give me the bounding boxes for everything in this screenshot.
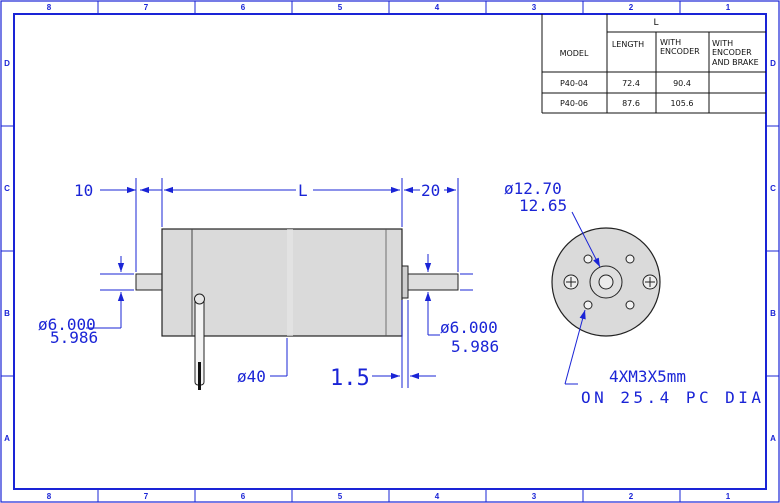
svg-text:5: 5 bbox=[338, 492, 343, 501]
svg-text:D: D bbox=[4, 59, 10, 68]
table-cell-encoder: 105.6 bbox=[671, 99, 694, 108]
svg-text:C: C bbox=[770, 184, 776, 193]
dimension-table: L MODEL LENGTH WITH ENCODER WITH ENCODER… bbox=[541, 14, 766, 114]
svg-text:3: 3 bbox=[532, 3, 537, 12]
svg-text:2: 2 bbox=[629, 492, 634, 501]
tapped-hole bbox=[625, 254, 635, 264]
dim-front-shaft-dia-bottom: 5.986 bbox=[451, 337, 499, 356]
shaft-end bbox=[598, 274, 614, 290]
table-row: P40-06 87.6 105.6 bbox=[560, 99, 693, 108]
tapped-hole bbox=[583, 300, 593, 310]
svg-text:1: 1 bbox=[726, 3, 731, 12]
svg-text:C: C bbox=[4, 184, 10, 193]
svg-text:6: 6 bbox=[241, 492, 246, 501]
svg-text:A: A bbox=[770, 434, 776, 443]
tapped-hole bbox=[625, 300, 635, 310]
table-cell-model: P40-06 bbox=[560, 99, 588, 108]
screw-left bbox=[563, 274, 579, 290]
svg-text:A: A bbox=[4, 434, 10, 443]
table-header-brake-3: AND BRAKE bbox=[712, 58, 759, 67]
table-header-model: MODEL bbox=[560, 49, 589, 58]
dim-front-shaft-length: 20 bbox=[421, 181, 440, 200]
dim-pilot-dia-top: ø12.70 bbox=[504, 179, 562, 198]
svg-text:8: 8 bbox=[47, 492, 52, 501]
motor-side-view bbox=[135, 228, 459, 390]
dim-front-shaft-dia-top: ø6.000 bbox=[440, 318, 498, 337]
zone-labels-right: D C B A bbox=[770, 59, 776, 443]
table-cell-encoder: 90.4 bbox=[673, 79, 691, 88]
lead-wire bbox=[194, 293, 205, 390]
end-view-leaders bbox=[564, 211, 601, 385]
zone-labels-top: 8 7 6 5 4 3 2 1 bbox=[47, 3, 731, 12]
front-shaft bbox=[407, 273, 459, 291]
table-cell-model: P40-04 bbox=[560, 79, 588, 88]
dimension-lines bbox=[86, 178, 473, 388]
front-pilot bbox=[401, 265, 409, 299]
dim-body-diameter: ø40 bbox=[237, 367, 266, 386]
svg-text:8: 8 bbox=[47, 3, 52, 12]
table-header-encoder-2: ENCODER bbox=[660, 47, 700, 56]
svg-text:6: 6 bbox=[241, 3, 246, 12]
dim-body-length: L bbox=[298, 181, 308, 200]
motor-end-view bbox=[551, 227, 661, 337]
table-group-header: L bbox=[653, 18, 658, 28]
svg-text:7: 7 bbox=[144, 492, 149, 501]
screw-right bbox=[642, 274, 658, 290]
table-header-brake-1: WITH bbox=[712, 39, 733, 48]
svg-text:1: 1 bbox=[726, 492, 731, 501]
svg-text:B: B bbox=[4, 309, 10, 318]
table-header-length: LENGTH bbox=[612, 40, 644, 49]
svg-text:2: 2 bbox=[629, 3, 634, 12]
zone-labels-bottom: 8 7 6 5 4 3 2 1 bbox=[47, 492, 731, 501]
table-row: P40-04 72.4 90.4 bbox=[560, 79, 691, 88]
table-cell-length: 72.4 bbox=[622, 79, 640, 88]
svg-text:B: B bbox=[770, 309, 776, 318]
table-header-brake-2: ENCODER bbox=[712, 48, 752, 57]
dim-pilot-length: 1.5 bbox=[330, 366, 370, 391]
table-header-encoder-1: WITH bbox=[660, 38, 681, 47]
svg-text:7: 7 bbox=[144, 3, 149, 12]
note-holes-line1: 4XM3X5mm bbox=[609, 367, 686, 386]
svg-text:4: 4 bbox=[435, 492, 440, 501]
svg-text:5: 5 bbox=[338, 3, 343, 12]
svg-text:D: D bbox=[770, 59, 776, 68]
dim-pilot-dia-bottom: 12.65 bbox=[519, 196, 567, 215]
dimension-texts-side: 10 L 20 ø6.000 5.986 ø6.000 5.986 ø40 1.… bbox=[38, 181, 499, 391]
dim-rear-shaft-dia-bottom: 5.986 bbox=[50, 328, 98, 347]
dim-rear-shaft-dia-top: ø6.000 bbox=[38, 315, 96, 334]
zone-labels-left: D C B A bbox=[4, 59, 10, 443]
rear-shaft bbox=[135, 273, 164, 291]
note-holes-line2: ON 25.4 PC DIA bbox=[581, 388, 761, 407]
svg-text:4: 4 bbox=[435, 3, 440, 12]
svg-text:3: 3 bbox=[532, 492, 537, 501]
dim-rear-shaft-length: 10 bbox=[74, 181, 93, 200]
table-cell-length: 87.6 bbox=[622, 99, 640, 108]
tapped-hole bbox=[583, 254, 593, 264]
